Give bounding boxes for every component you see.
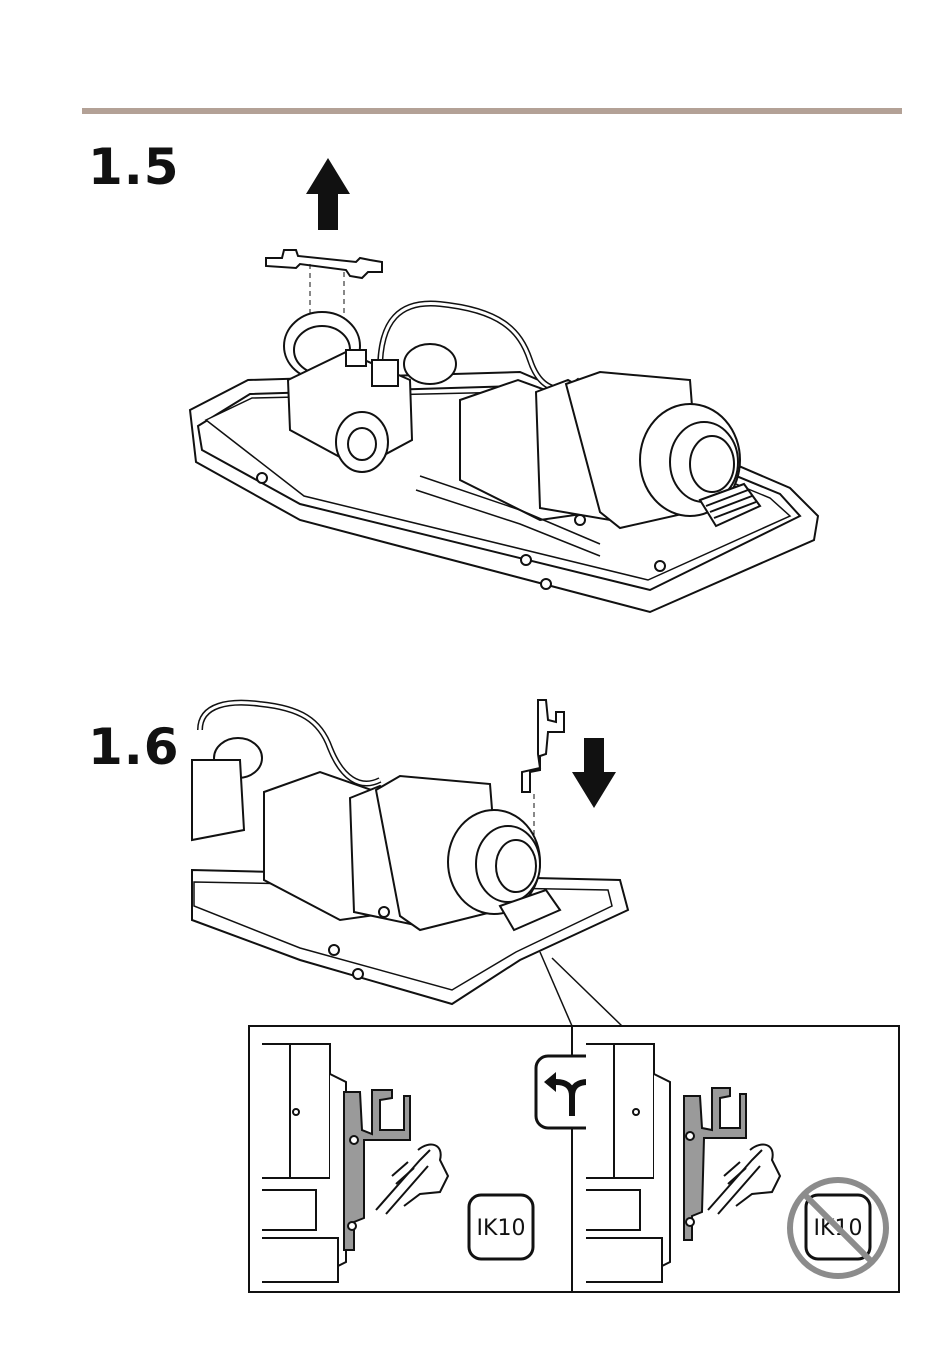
arrow-up-icon (306, 158, 350, 230)
arrow-down-icon (572, 738, 616, 808)
ik10-badge-left: IK10 (469, 1195, 533, 1259)
bracket-part (266, 250, 382, 278)
ik10-label-left: IK10 (477, 1216, 526, 1241)
camera-housing-1-5 (190, 304, 818, 612)
detail-callout: IK10 IK10 (249, 1026, 899, 1292)
camera-housing-1-6 (192, 703, 628, 1004)
callout-leader (540, 952, 622, 1026)
clip-part (522, 700, 564, 792)
